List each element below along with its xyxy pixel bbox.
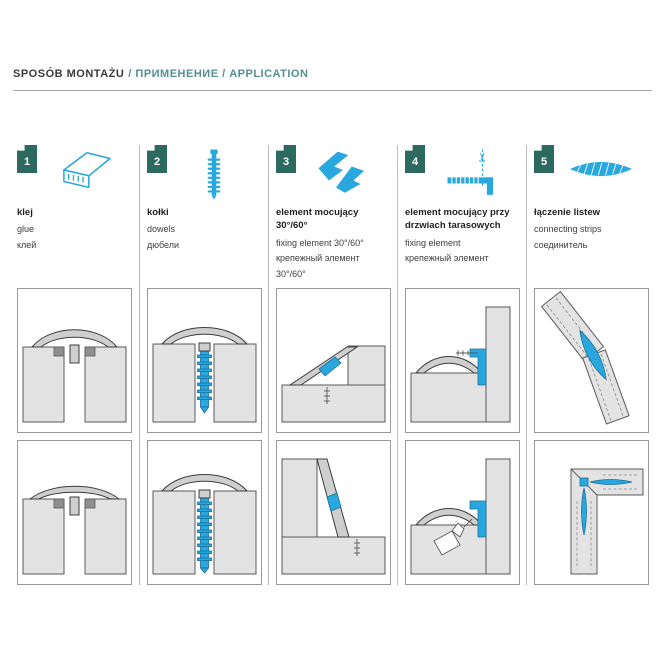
diagram-terrace-door-glue: [405, 440, 520, 585]
glue-tube-icon: [37, 145, 132, 195]
diagram-strip-joint-corner: [534, 440, 649, 585]
diagram-glue-end-profile: [17, 440, 132, 585]
column-dowels-head: 2: [147, 145, 261, 203]
scissors-cut-element-icon: ✂: [425, 145, 519, 199]
fixing-element-30-60-icon: [296, 145, 390, 193]
label-pl-dowels: kołki: [147, 207, 169, 218]
connecting-strip-icon: [554, 145, 648, 177]
step-badge-5: 5: [534, 145, 554, 173]
label-en-glue: glue: [17, 224, 35, 235]
label-en-dowels: dowels: [147, 224, 176, 235]
page-header: SPOSÓB MONTAŻU/ ПРИМЕНЕНИЕ / APPLICATION: [13, 64, 652, 82]
label-en-terrace: fixing element: [405, 237, 461, 248]
diagram-stair-30: [276, 288, 391, 433]
step-number-2: 2: [153, 155, 161, 168]
step-number-4: 4: [411, 155, 419, 168]
label-ru-connecting: соединитель: [534, 240, 588, 251]
column-fixing-element: 3 element mocujący 30°/60° fixing elemen…: [268, 145, 397, 585]
label-pl-glue: klej: [17, 207, 33, 218]
label-en-connecting: connecting strips: [534, 224, 602, 235]
dowel-icon: [167, 145, 261, 201]
diagram-dowel-deep-anchor: [147, 440, 262, 585]
step-badge-1: 1: [17, 145, 37, 173]
label-pl-fixing: element mocujący 30°/60°: [276, 207, 359, 232]
step-badge-2: 2: [147, 145, 167, 173]
step-badge-4: 4: [405, 145, 425, 173]
page-title: SPOSÓB MONTAŻU: [13, 68, 125, 80]
column-fixing-element-head: 3: [276, 145, 390, 203]
column-terrace-door: 4 ✂: [397, 145, 526, 585]
svg-text:✂: ✂: [476, 152, 491, 163]
column-connecting-strips: 5: [526, 145, 655, 585]
column-glue: 1 klej glue клей: [10, 145, 139, 585]
column-fixing-element-labels: element mocujący 30°/60° fixing element …: [276, 203, 390, 288]
label-en-fixing: fixing element 30°/60°: [276, 237, 364, 248]
label-ru-terrace: крепежный элемент: [405, 253, 489, 264]
step-number-5: 5: [540, 155, 548, 168]
label-ru-fixing: крепежный элемент 30°/60°: [276, 253, 360, 280]
label-pl-terrace: element mocujący przy drzwiach tarasowyc…: [405, 207, 510, 232]
diagram-glue-transition-profile: [17, 288, 132, 433]
label-ru-dowels: дюбели: [147, 240, 180, 251]
diagram-stair-60: [276, 440, 391, 585]
column-dowels: 2: [139, 145, 268, 585]
column-connecting-strips-labels: łączenie listew connecting strips соедин…: [534, 203, 648, 288]
step-number-3: 3: [282, 155, 290, 168]
column-glue-head: 1: [17, 145, 132, 203]
column-terrace-door-labels: element mocujący przy drzwiach tarasowyc…: [405, 203, 519, 288]
method-columns: 1 klej glue клей: [10, 145, 655, 585]
step-badge-3: 3: [276, 145, 296, 173]
page-title-translations: / ПРИМЕНЕНИЕ / APPLICATION: [128, 68, 309, 80]
column-dowels-labels: kołki dowels дюбели: [147, 203, 261, 288]
column-connecting-strips-head: 5: [534, 145, 648, 203]
label-ru-glue: клей: [17, 240, 37, 251]
diagram-strip-joint-straight: [534, 288, 649, 433]
step-number-1: 1: [23, 155, 31, 168]
column-glue-labels: klej glue клей: [17, 203, 132, 288]
diagram-dowel-transition-profile: [147, 288, 262, 433]
column-terrace-door-head: 4 ✂: [405, 145, 519, 203]
diagram-terrace-door-screw: [405, 288, 520, 433]
header-divider: [13, 90, 652, 91]
label-pl-connecting: łączenie listew: [534, 207, 601, 218]
